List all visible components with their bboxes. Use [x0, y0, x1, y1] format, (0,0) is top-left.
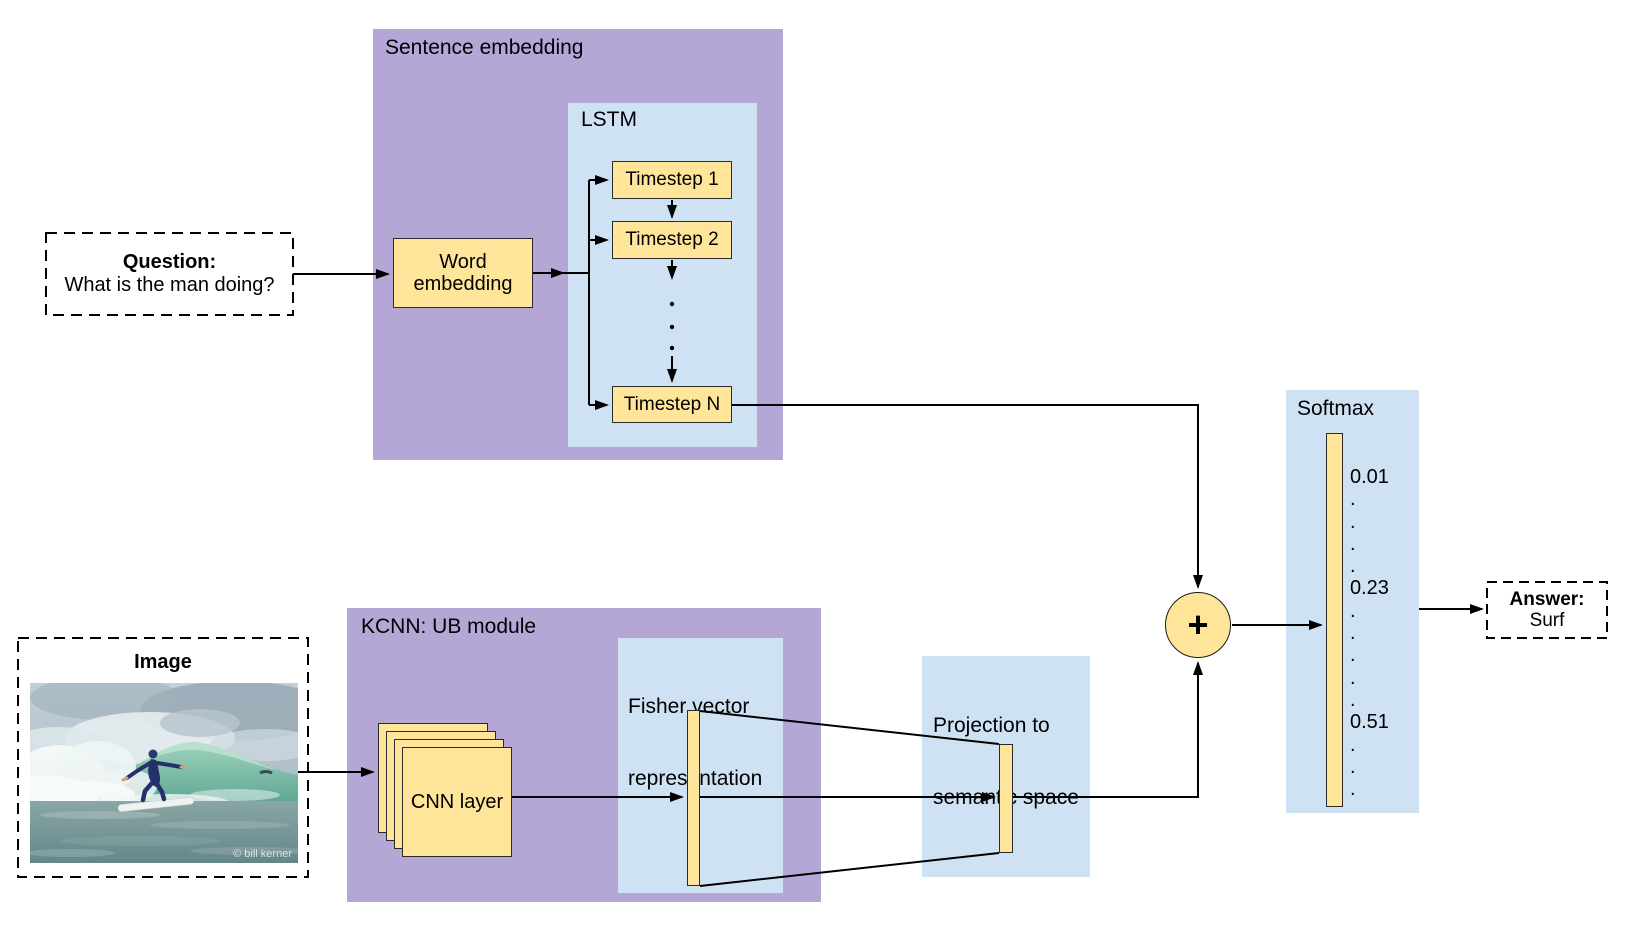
lstm-label: LSTM [581, 108, 638, 131]
softmax-dot: . [1350, 488, 1356, 511]
question-text: What is the man doing? [64, 274, 275, 296]
softmax-dot: . [1350, 510, 1356, 533]
sentence-embedding-label: Sentence embedding [385, 36, 584, 59]
softmax-dot: . [1350, 555, 1356, 578]
softmax-values-column: 0.01 . . . . 0.23 . . . . . 0.51 . . . [1350, 466, 1412, 800]
softmax-dot: . [1350, 599, 1356, 622]
softmax-dot: . [1350, 532, 1356, 555]
softmax-dot: . [1350, 688, 1356, 711]
softmax-dot: . [1350, 666, 1356, 689]
word-embedding-box: Word embedding [393, 238, 533, 308]
sum-node: + [1165, 592, 1231, 658]
timestep-n-box: Timestep N [612, 386, 732, 423]
plus-icon: + [1187, 604, 1209, 645]
softmax-value: 0.23 [1350, 577, 1389, 600]
answer-text: Surf [1529, 610, 1565, 631]
question-title: Question: [122, 251, 217, 273]
softmax-value: 0.01 [1350, 466, 1389, 488]
timestep-2-box: Timestep 2 [612, 221, 732, 259]
fisher-vector-bar [687, 710, 700, 886]
answer-title: Answer: [1509, 589, 1585, 610]
question-box: Question: What is the man doing? [48, 235, 291, 313]
photo-watermark: © bill kerner [233, 848, 292, 860]
projection-label-line1: Projection to [933, 714, 1050, 737]
softmax-vector-bar [1326, 433, 1343, 807]
softmax-label: Softmax [1297, 397, 1375, 420]
softmax-dot: . [1350, 778, 1356, 801]
answer-box: Answer: Surf [1489, 584, 1605, 636]
fisher-panel [618, 638, 783, 893]
softmax-dot: . [1350, 644, 1356, 667]
timestep-1-box: Timestep 1 [612, 161, 732, 199]
softmax-panel [1286, 390, 1419, 813]
softmax-dot: . [1350, 622, 1356, 645]
background-swimmer [259, 770, 273, 775]
surfer-photo: © bill kerner [30, 683, 298, 863]
softmax-dot: . [1350, 733, 1356, 756]
softmax-dot: . [1350, 755, 1356, 778]
cnn-layer-box: CNN layer [402, 747, 512, 857]
softmax-value: 0.51 [1350, 711, 1389, 734]
projection-vector-bar [999, 744, 1013, 853]
kcnn-label: KCNN: UB module [361, 615, 537, 638]
image-box-title: Image [134, 650, 192, 673]
arrow-timestepN-to-sum [732, 404, 1203, 589]
